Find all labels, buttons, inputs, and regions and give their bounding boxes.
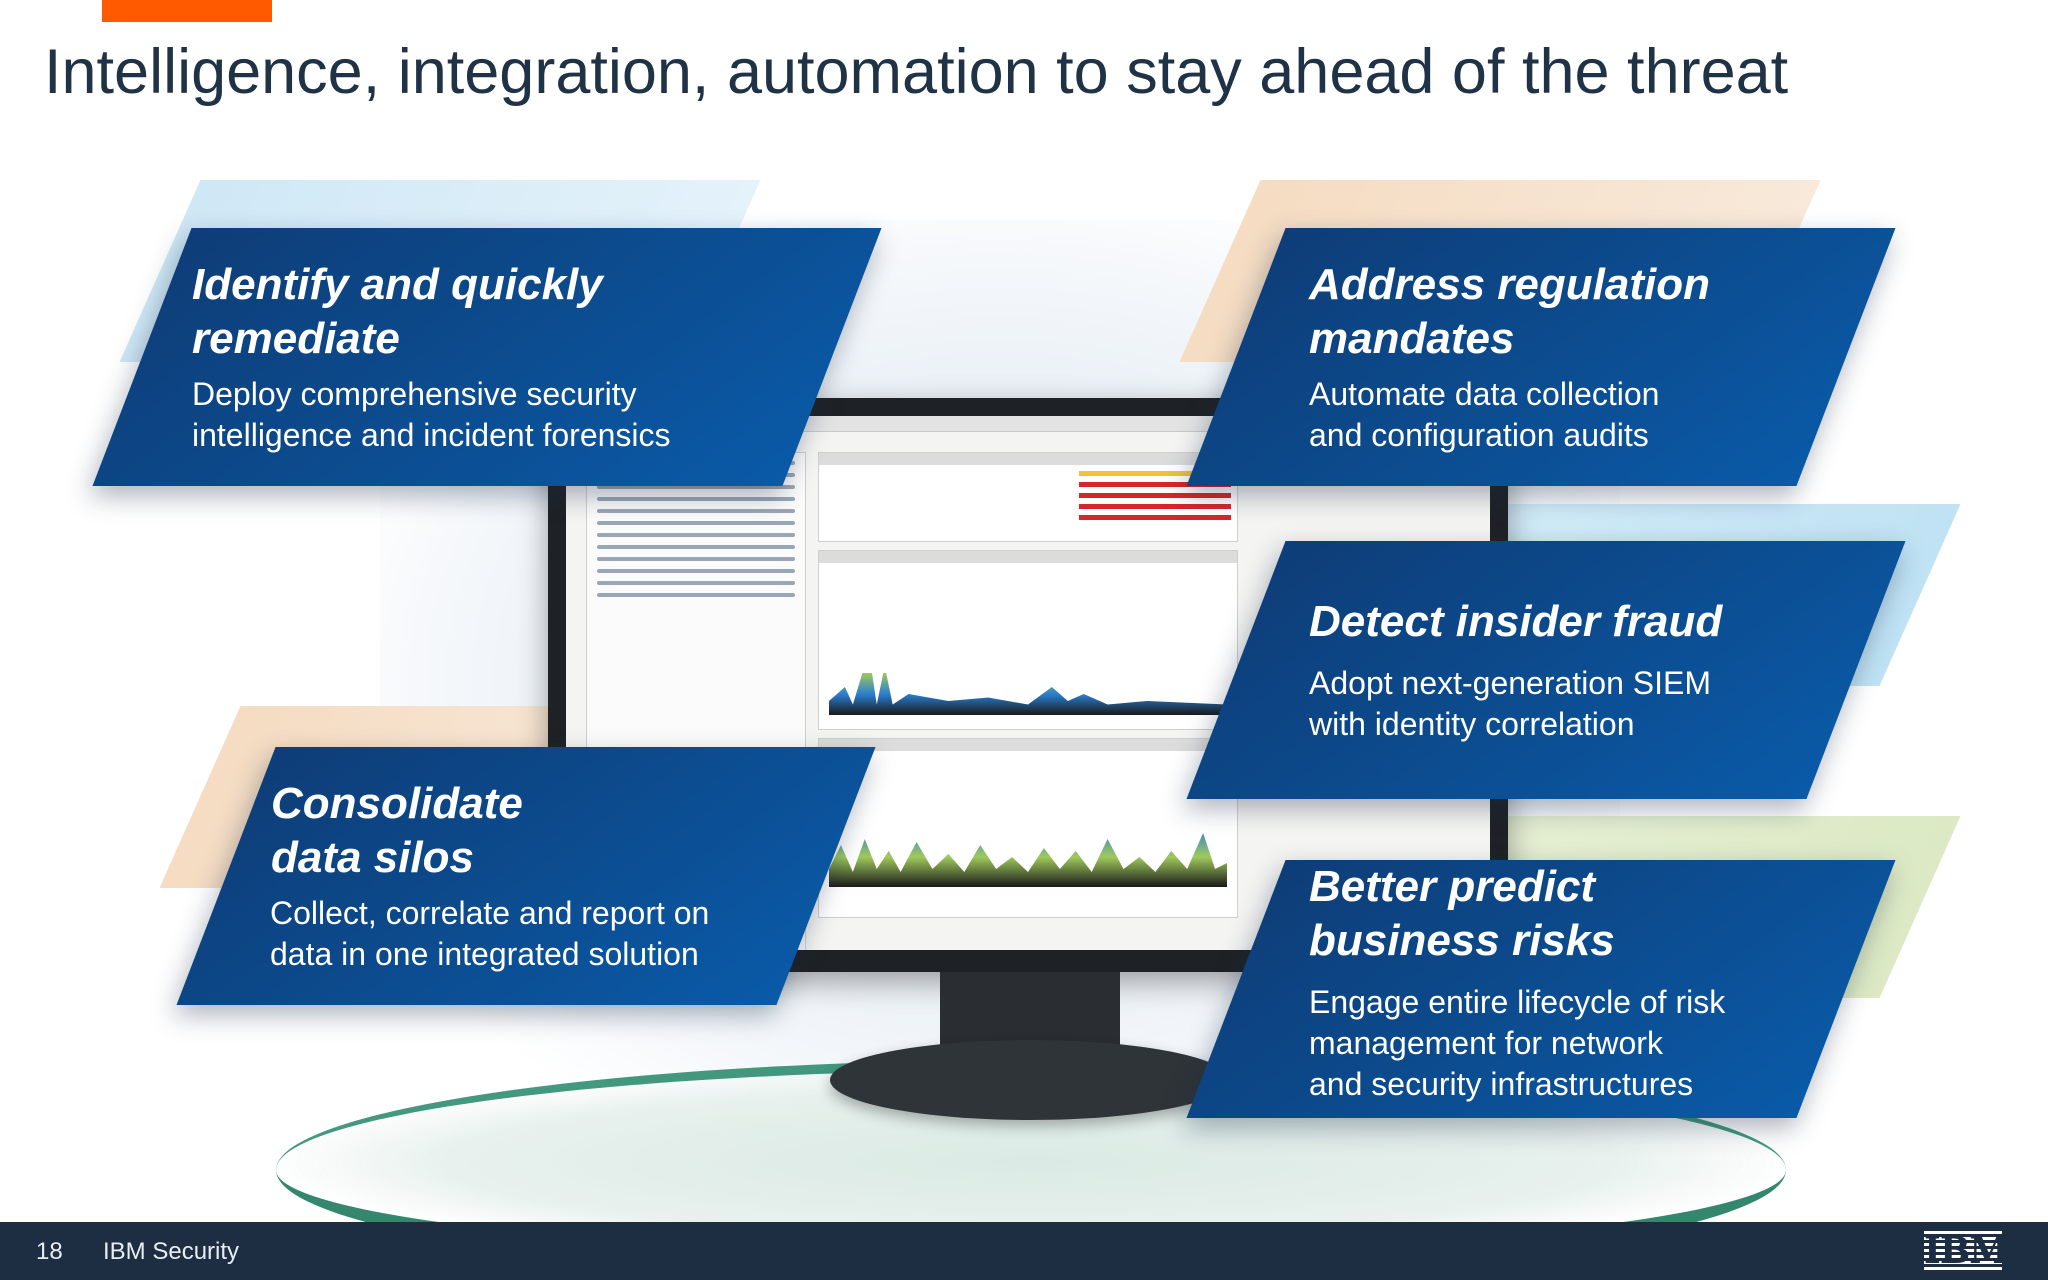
card-identify-remediate: Identify and quickly remediate Deploy co… <box>92 228 882 486</box>
card-title: Better predict business risks <box>1309 862 1615 965</box>
card-detect-insider-fraud: Detect insider fraud Adopt next-generati… <box>1186 541 1906 799</box>
card-predict-business-risks: Better predict business risks Engage ent… <box>1186 860 1896 1118</box>
card-title: Identify and quickly remediate <box>192 260 603 363</box>
footer-brand: IBM Security <box>103 1238 240 1265</box>
footer-bar: 18 IBM Security IBM <box>0 1222 2048 1280</box>
card-description: Collect, correlate and report on data in… <box>270 895 710 972</box>
screen-traffic-chart <box>818 550 1238 730</box>
ibm-logo: IBM <box>1924 1230 2009 1272</box>
card-title: Detect insider fraud <box>1309 597 1723 646</box>
page-title: Intelligence, integration, automation to… <box>44 37 1789 107</box>
screen-applications-chart <box>818 738 1238 918</box>
card-title: Consolidate data silos <box>271 779 523 882</box>
card-description: Deploy comprehensive security intelligen… <box>192 376 671 453</box>
screen-offenses-panel <box>818 452 1238 542</box>
monitor-base <box>830 1040 1230 1120</box>
card-consolidate-data-silos: Consolidate data silos Collect, correlat… <box>176 747 876 1005</box>
accent-bar <box>102 0 272 22</box>
card-description: Automate data collection and configurati… <box>1309 376 1660 453</box>
card-title: Address regulation mandates <box>1309 260 1710 363</box>
card-address-regulation: Address regulation mandates Automate dat… <box>1186 228 1896 486</box>
ibm-logo-text: IBM <box>1924 1230 2009 1272</box>
page-number: 18 <box>36 1238 63 1265</box>
central-graphic: Identify and quickly remediate Deploy co… <box>0 140 2048 1280</box>
card-description: Adopt next-generation SIEM with identity… <box>1309 665 1712 742</box>
card-description: Engage entire lifecycle of risk manageme… <box>1309 984 1726 1102</box>
